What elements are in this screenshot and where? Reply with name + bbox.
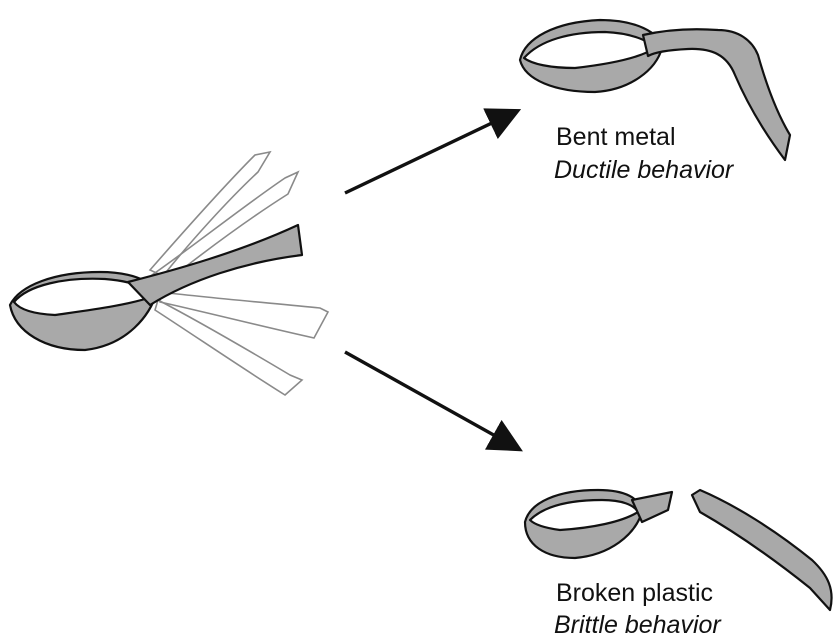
- arrow-to-brittle: [345, 352, 517, 448]
- ductile-material-label: Bent metal: [556, 122, 676, 152]
- ghost-handle-4: [155, 300, 302, 395]
- original-spoon: [10, 225, 302, 350]
- ductile-behavior-label: Ductile behavior: [554, 155, 733, 185]
- arrow-to-ductile: [345, 112, 515, 193]
- brittle-behavior-label: Brittle behavior: [554, 610, 721, 640]
- brittle-material-label: Broken plastic: [556, 578, 713, 608]
